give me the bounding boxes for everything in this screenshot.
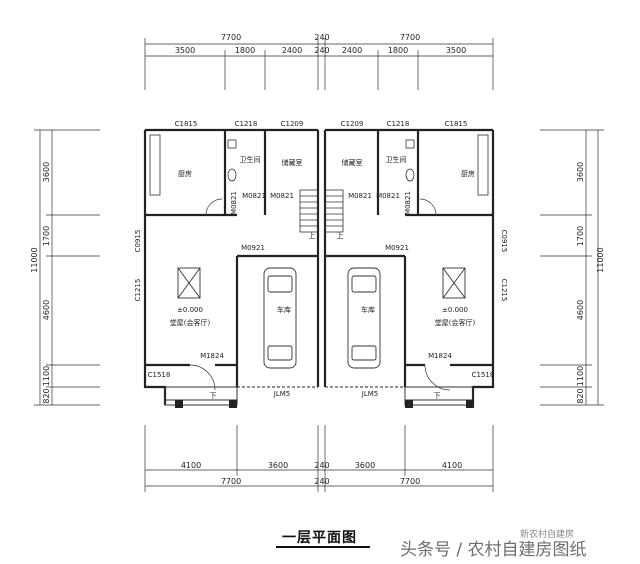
room-kitchen-right: 厨房 <box>461 169 475 178</box>
watermark-small: 新农村自建房 <box>520 530 575 540</box>
dim-left-part-4: 1100 <box>42 366 51 386</box>
window-label-c1815-left: C1815 <box>175 120 198 128</box>
dim-top-part-2: 1800 <box>235 46 255 55</box>
window-label-c1815-right: C1815 <box>445 120 468 128</box>
window-label-c1215-right: C1215 <box>500 279 508 302</box>
window-label-c1218-left: C1218 <box>235 120 258 128</box>
window-label-c0915-right: C0915 <box>500 230 508 253</box>
dim-top-total-1: 7700 <box>221 33 241 42</box>
dim-bottom-part-2: 3600 <box>268 461 288 470</box>
window-label-c1209-right: C1209 <box>341 120 364 128</box>
elevation-left: ±0.000 <box>177 306 203 314</box>
elevation-right: ±0.000 <box>442 306 468 314</box>
stair-up-right: 上 <box>337 231 344 240</box>
dim-bottom-part-1: 4100 <box>181 461 201 470</box>
dim-right-part-3: 4600 <box>576 300 585 320</box>
dim-left-total: 11000 <box>30 247 39 272</box>
dim-bottom-total-1: 7700 <box>221 477 241 486</box>
dim-left-part-5: 820 <box>42 388 51 403</box>
window-label-c1209-left: C1209 <box>281 120 304 128</box>
door-label-m1824-right: M1824 <box>428 352 452 360</box>
window-label-c0915-left: C0915 <box>134 230 142 253</box>
watermark: 头条号 / 农村自建房图纸 <box>400 540 587 560</box>
porch-down-right: 下 <box>434 392 441 400</box>
room-garage-left: 车库 <box>277 305 291 314</box>
door-label-m0821-d: M0821 <box>376 192 400 200</box>
door-label-jlm5-right: JLM5 <box>361 390 378 398</box>
stair-up-left: 上 <box>309 231 316 240</box>
room-bath-right: 卫生间 <box>386 155 407 164</box>
dim-right-total: 11000 <box>596 247 605 272</box>
dim-left-part-1: 3600 <box>42 162 51 182</box>
door-label-m0821-b: M0821 <box>270 192 294 200</box>
dim-top-total-3: 7700 <box>400 33 420 42</box>
door-label-m1824-left: M1824 <box>200 352 224 360</box>
door-label-m0821-vertical-left: M0821 <box>230 191 238 215</box>
window-label-c1518-left: C1518 <box>148 371 171 379</box>
room-bath-left: 卫生间 <box>240 155 261 164</box>
dim-top-total-2: 240 <box>314 33 329 42</box>
room-storage-right: 储藏室 <box>342 158 363 167</box>
room-storage-left: 储藏室 <box>282 158 303 167</box>
dim-left-part-3: 4600 <box>42 300 51 320</box>
dim-top-part-4: 240 <box>314 46 329 55</box>
dim-bottom-part-3: 240 <box>314 461 329 470</box>
room-living-left: 堂屋(会客厅) <box>170 318 211 327</box>
dim-right-part-2: 1700 <box>576 226 585 246</box>
dim-right-part-5: 820 <box>576 388 585 403</box>
dim-right-part-1: 3600 <box>576 162 585 182</box>
dim-bottom-part-4: 3600 <box>355 461 375 470</box>
door-label-jlm5-left: JLM5 <box>273 390 290 398</box>
room-living-right: 堂屋(会客厅) <box>435 318 476 327</box>
dim-bottom-part-5: 4100 <box>442 461 462 470</box>
door-label-m0821-c: M0821 <box>348 192 372 200</box>
dim-top-part-7: 3500 <box>446 46 466 55</box>
door-label-m0921-right: M0921 <box>385 244 409 252</box>
dim-bottom-total-3: 7700 <box>400 477 420 486</box>
dim-top-part-6: 1800 <box>388 46 408 55</box>
drawing-title: 一层平面图 <box>282 530 357 546</box>
dim-right-part-4: 1100 <box>576 366 585 386</box>
porch-down-left: 下 <box>210 392 217 400</box>
door-label-m0921-left: M0921 <box>241 244 265 252</box>
door-label-m0821-a: M0821 <box>242 192 266 200</box>
dim-top-part-5: 2400 <box>342 46 362 55</box>
dim-bottom-total-2: 240 <box>314 477 329 486</box>
dim-top-part-3: 2400 <box>282 46 302 55</box>
room-garage-right: 车库 <box>361 305 375 314</box>
door-label-m0821-vertical-right: M0821 <box>404 191 412 215</box>
window-label-c1518-right: C1518 <box>472 371 495 379</box>
window-label-c1218-right: C1218 <box>387 120 410 128</box>
dim-left-part-2: 1700 <box>42 226 51 246</box>
dim-top-part-1: 3500 <box>175 46 195 55</box>
window-label-c1215-left: C1215 <box>134 279 142 302</box>
room-kitchen-left: 厨房 <box>178 169 192 178</box>
title-underline <box>276 546 370 548</box>
